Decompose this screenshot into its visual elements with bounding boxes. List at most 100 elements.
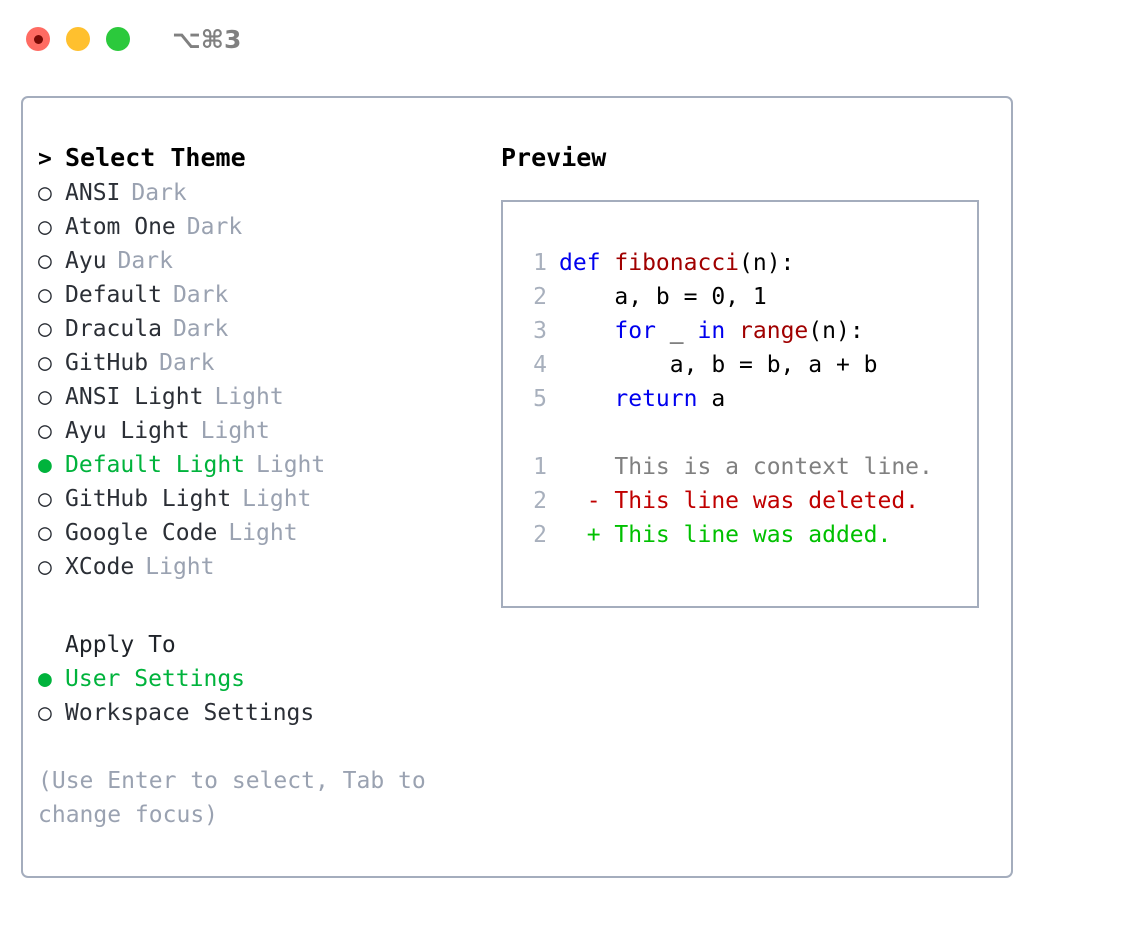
code-token: a, b = 0, 1: [559, 284, 767, 310]
close-window-button[interactable]: [26, 27, 50, 51]
radio-unselected-icon: ○: [38, 486, 52, 512]
apply-to-option[interactable]: ● User Settings: [38, 662, 488, 696]
radio-unselected-icon: ○: [38, 418, 52, 444]
line-number: 5: [533, 386, 547, 412]
title-bar: ⌥⌘3: [0, 0, 1140, 78]
diff-line: 2 - This line was deleted.: [517, 484, 933, 518]
theme-list-item[interactable]: ○ Dracula Dark: [38, 312, 488, 346]
line-number: 2: [533, 488, 547, 514]
code-line: 5 return a: [517, 382, 933, 416]
radio-unselected-icon: ○: [38, 282, 52, 308]
code-token: for: [614, 318, 656, 344]
radio-unselected-icon: ○: [38, 350, 52, 376]
apply-to-list: ● User Settings ○Workspace Settings: [38, 662, 488, 730]
code-line-text: a, b = b, a + b: [559, 348, 878, 382]
diff-line-text: - This line was deleted.: [559, 488, 920, 514]
code-line-text: for _ in range(n):: [559, 314, 864, 348]
theme-kind-label: Light: [145, 554, 215, 580]
code-line-text: def fibonacci(n):: [559, 246, 794, 280]
radio-selected-icon: ●: [38, 666, 52, 692]
maximize-window-button[interactable]: [106, 27, 130, 51]
diff-line: 2 + This line was added.: [517, 518, 933, 552]
prompt-caret-icon: >: [38, 146, 52, 172]
theme-kind-label: Light: [228, 520, 298, 546]
theme-name-label: GitHub Light: [65, 486, 232, 512]
code-token: return: [614, 386, 698, 412]
theme-name-label: Ayu Light: [65, 418, 190, 444]
radio-unselected-icon: ○: [38, 316, 52, 342]
code-token: a: [697, 386, 726, 412]
apply-to-header: Apply To: [65, 632, 176, 658]
preview-header: Preview: [501, 143, 607, 172]
theme-name-label: Atom One: [65, 214, 176, 240]
diff-line: 1 This is a context line.: [517, 450, 933, 484]
theme-kind-label: Light: [242, 486, 312, 512]
code-token: _: [655, 318, 698, 344]
code-token: (n):: [808, 318, 864, 344]
line-number: 3: [533, 318, 547, 344]
theme-list-item[interactable]: ○ GitHub Light Light: [38, 482, 488, 516]
theme-kind-label: Light: [200, 418, 270, 444]
theme-name-label: Default Light: [65, 452, 246, 478]
line-number: 2: [533, 522, 547, 548]
keyboard-hint-text: (Use Enter to select, Tab to change focu…: [38, 768, 426, 828]
code-token: [559, 318, 614, 344]
theme-name-label: Google Code: [65, 520, 218, 546]
radio-unselected-icon: ○: [38, 384, 52, 410]
theme-kind-label: Dark: [172, 282, 229, 308]
theme-name-label: Dracula: [65, 316, 162, 342]
code-line: 3 for _ in range(n):: [517, 314, 933, 348]
code-token: (n):: [739, 250, 795, 276]
theme-list-item[interactable]: ○ Default Dark: [38, 278, 488, 312]
theme-list-item[interactable]: ○ Ayu Light Light: [38, 414, 488, 448]
theme-kind-label: Dark: [117, 248, 173, 274]
radio-unselected-icon: ○: [38, 520, 52, 546]
theme-name-label: GitHub: [65, 350, 149, 376]
theme-kind-label: Dark: [159, 350, 215, 376]
diff-line-text: This is a context line.: [559, 454, 933, 480]
theme-list-item[interactable]: ○ Google Code Light: [38, 516, 488, 550]
keyboard-shortcut-label: ⌥⌘3: [172, 24, 242, 54]
radio-unselected-icon: ○: [38, 214, 52, 240]
code-line-text: return a: [559, 382, 725, 416]
minimize-window-button[interactable]: [66, 27, 90, 51]
theme-list-item[interactable]: ○ ANSI Light Light: [38, 380, 488, 414]
code-blank-line: [517, 416, 933, 450]
line-number: 1: [533, 454, 547, 480]
line-number: 4: [533, 352, 547, 378]
theme-kind-label: Light: [214, 384, 284, 410]
theme-kind-label: Dark: [172, 316, 229, 342]
theme-list-item[interactable]: ○ Atom One Dark: [38, 210, 488, 244]
code-token: fibonacci: [614, 250, 740, 276]
code-token: range: [739, 318, 809, 344]
code-token: a, b = b, a + b: [559, 352, 878, 378]
theme-kind-label: Dark: [186, 214, 243, 240]
diff-line-text: + This line was added.: [559, 522, 892, 548]
theme-name-label: ANSI Light: [65, 384, 204, 410]
apply-to-label: User Settings: [65, 666, 246, 692]
theme-list-item[interactable]: ○ GitHub Dark: [38, 346, 488, 380]
theme-name-label: ANSI: [65, 180, 121, 206]
code-line: 2 a, b = 0, 1: [517, 280, 933, 314]
theme-name-label: Default: [65, 282, 162, 308]
code-token: in: [697, 318, 740, 344]
line-number: 2: [533, 284, 547, 310]
code-line-text: a, b = 0, 1: [559, 280, 767, 314]
traffic-light-group: [26, 27, 130, 51]
apply-to-section: Apply To ● User Settings ○Workspace Settin…: [38, 628, 488, 730]
select-theme-header: > Select Theme: [38, 140, 488, 176]
radio-unselected-icon: ○: [38, 700, 52, 726]
apply-to-option[interactable]: ○Workspace Settings: [38, 696, 488, 730]
code-token: [559, 386, 614, 412]
theme-name-label: Ayu: [65, 248, 107, 274]
